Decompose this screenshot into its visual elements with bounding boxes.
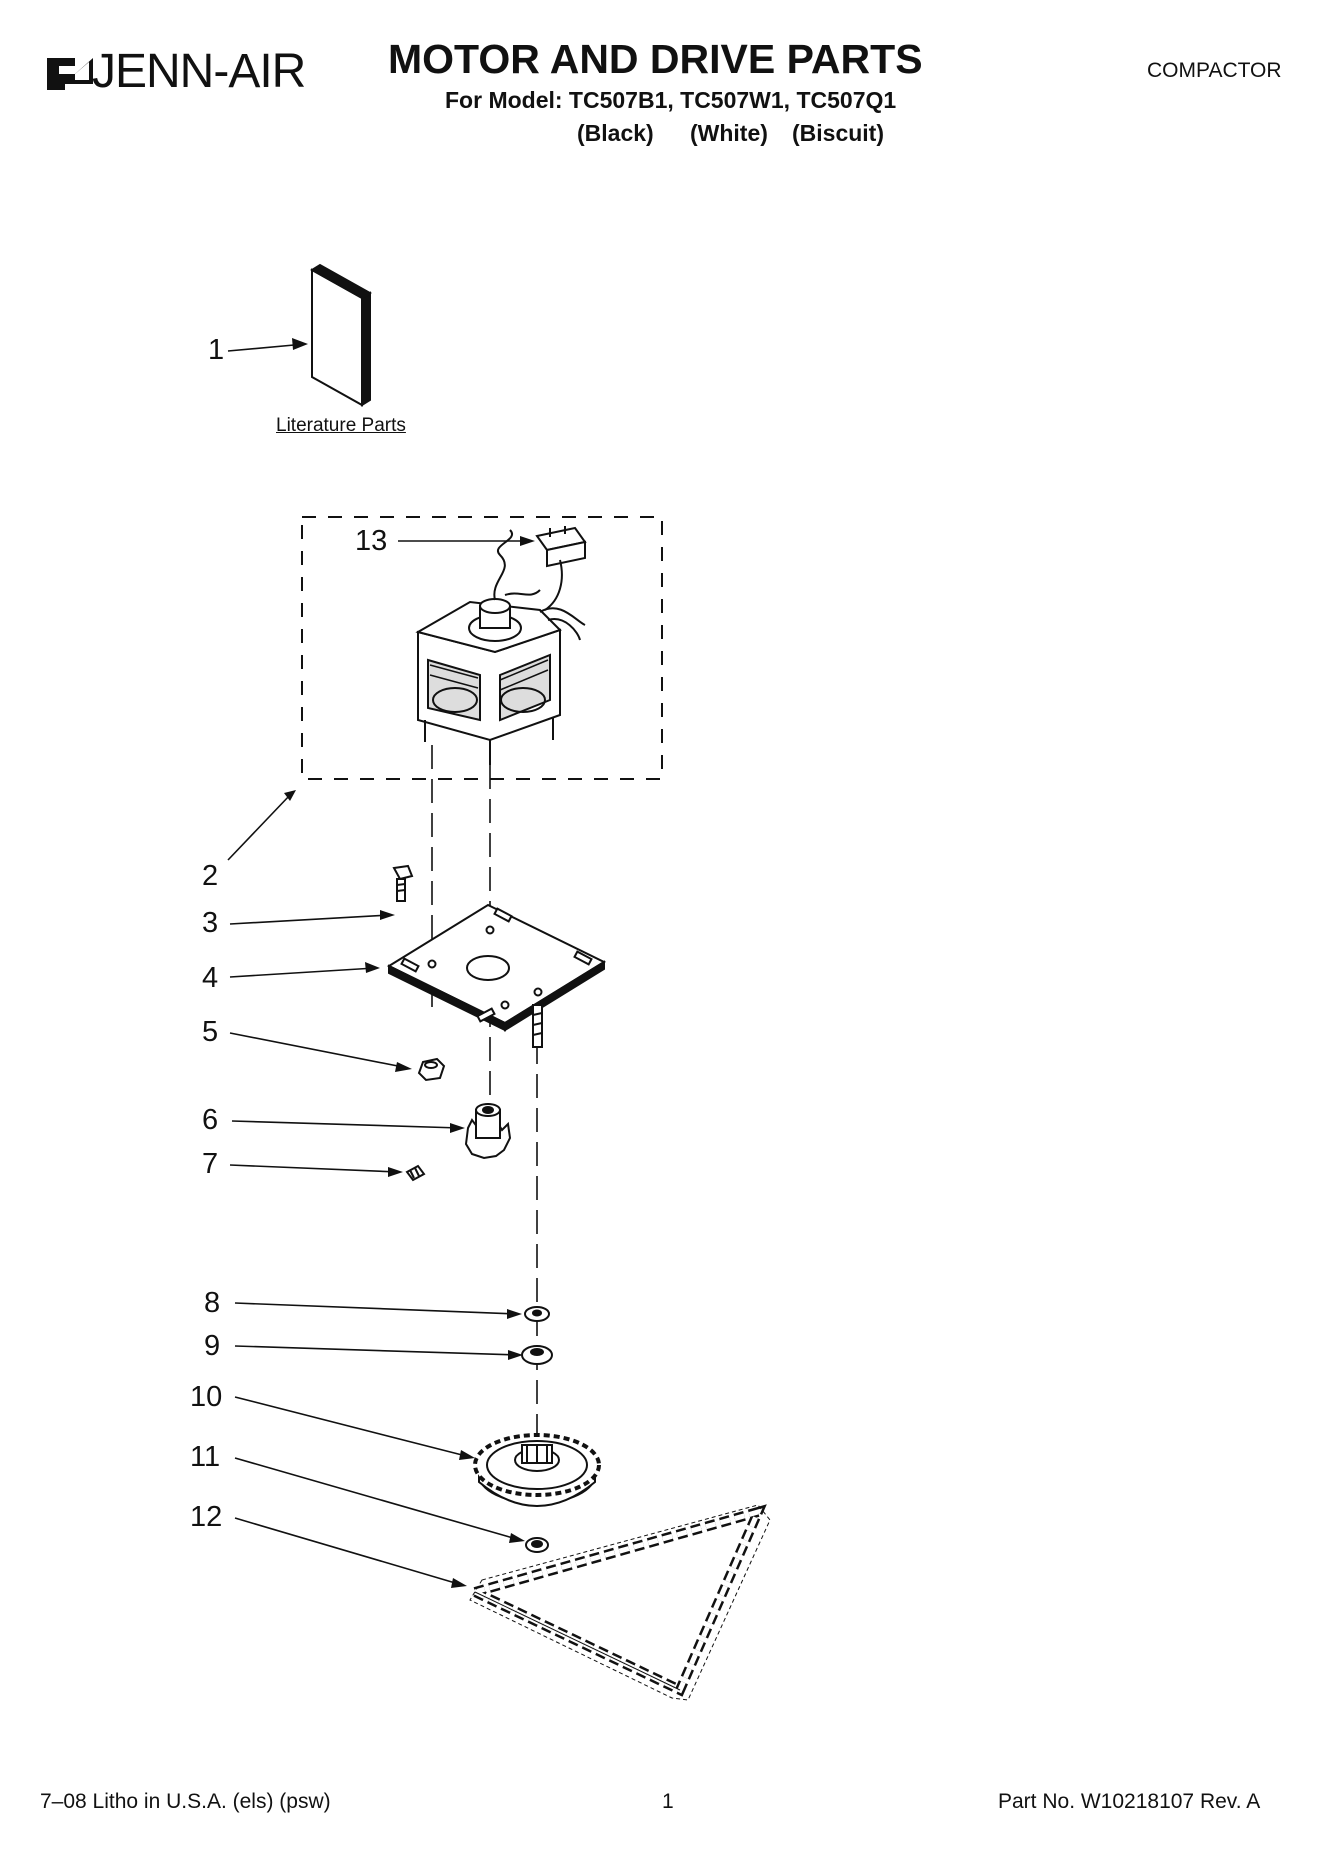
callout-3: 3 xyxy=(202,907,219,939)
washer-small-icon xyxy=(524,1306,550,1322)
callout-12: 12 xyxy=(190,1501,223,1533)
callout-9: 9 xyxy=(204,1330,221,1362)
literature-parts-label: Literature Parts xyxy=(276,415,406,436)
page-number: 1 xyxy=(662,1790,674,1813)
callout-6: 6 xyxy=(202,1104,219,1136)
callout-11: 11 xyxy=(190,1441,221,1473)
driven-gear-icon xyxy=(473,1433,601,1507)
part-number: Part No. W10218107 Rev. A xyxy=(998,1790,1261,1813)
set-screw-icon xyxy=(405,1164,426,1182)
washer-large-icon xyxy=(521,1345,553,1365)
variant-white: (White) xyxy=(690,120,768,146)
category-label: COMPACTOR xyxy=(1147,59,1282,82)
callout-4: 4 xyxy=(202,962,219,994)
page-title: MOTOR AND DRIVE PARTS xyxy=(388,36,923,82)
jenn-air-logo-icon xyxy=(47,58,93,90)
retaining-ring-icon xyxy=(525,1537,549,1553)
variant-black: (Black) xyxy=(577,120,654,146)
callout-10: 10 xyxy=(190,1381,223,1413)
variant-biscuit: (Biscuit) xyxy=(792,120,884,146)
brand-name: JENN-AIR xyxy=(92,45,306,98)
callout-2: 2 xyxy=(202,860,219,892)
callout-7: 7 xyxy=(202,1148,219,1180)
callout-5: 5 xyxy=(202,1016,219,1048)
brand-logo xyxy=(45,40,345,100)
callout-1: 1 xyxy=(208,334,225,366)
motor-icon xyxy=(415,529,586,765)
capacitor-icon xyxy=(535,526,587,611)
bolt-icon xyxy=(392,864,414,902)
model-line: For Model: TC507B1, TC507W1, TC507Q1 xyxy=(445,87,897,113)
callout-13: 13 xyxy=(355,525,388,557)
drive-sprocket-icon xyxy=(464,1103,512,1160)
nut-icon xyxy=(417,1057,446,1082)
drive-chain-icon xyxy=(460,1504,771,1701)
footer-print-info: 7–08 Litho in U.S.A. (els) (psw) xyxy=(40,1790,331,1813)
callout-8: 8 xyxy=(204,1287,221,1319)
mounting-plate-icon xyxy=(386,903,607,1048)
literature-booklet-icon xyxy=(310,263,372,407)
